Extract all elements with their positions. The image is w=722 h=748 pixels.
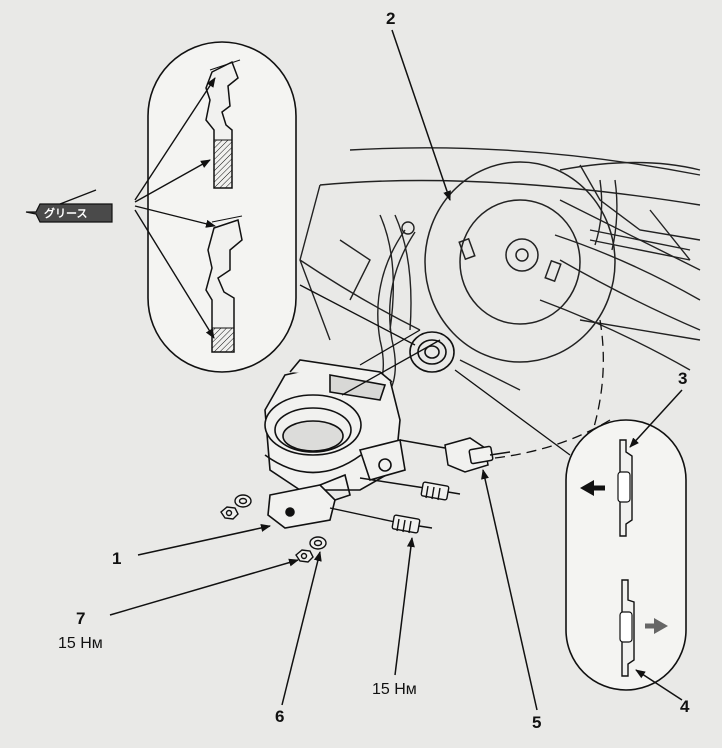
- callout-5: 5: [532, 713, 541, 732]
- grease-label: グリース: [44, 206, 87, 220]
- grease-tube: グリース: [25, 189, 113, 223]
- nuts-washers: [220, 494, 327, 563]
- throttle-body: [264, 359, 406, 529]
- torque-label-7: 15 Нм: [58, 635, 103, 652]
- gasket-detail-panel: [147, 41, 297, 373]
- callout-1: 1: [112, 549, 121, 568]
- grease-arrows: [134, 77, 216, 339]
- seal-detail-panel: [565, 419, 687, 691]
- seal-ring: [409, 331, 455, 373]
- callout-6: 6: [275, 707, 284, 726]
- callout-4: 4: [680, 697, 690, 716]
- callout-3: 3: [678, 369, 687, 388]
- assembly-lines: [299, 284, 611, 459]
- hose-fittings: [329, 477, 461, 534]
- leader-lines: [109, 29, 683, 711]
- torque-label-bolt: 15 Нм: [372, 681, 417, 698]
- hoses: [369, 221, 691, 403]
- strut-mount: [424, 161, 616, 363]
- connector: [399, 437, 511, 473]
- callout-7: 7: [76, 609, 85, 628]
- engine-bay-outline: [299, 147, 701, 391]
- callout-2: 2: [386, 9, 395, 28]
